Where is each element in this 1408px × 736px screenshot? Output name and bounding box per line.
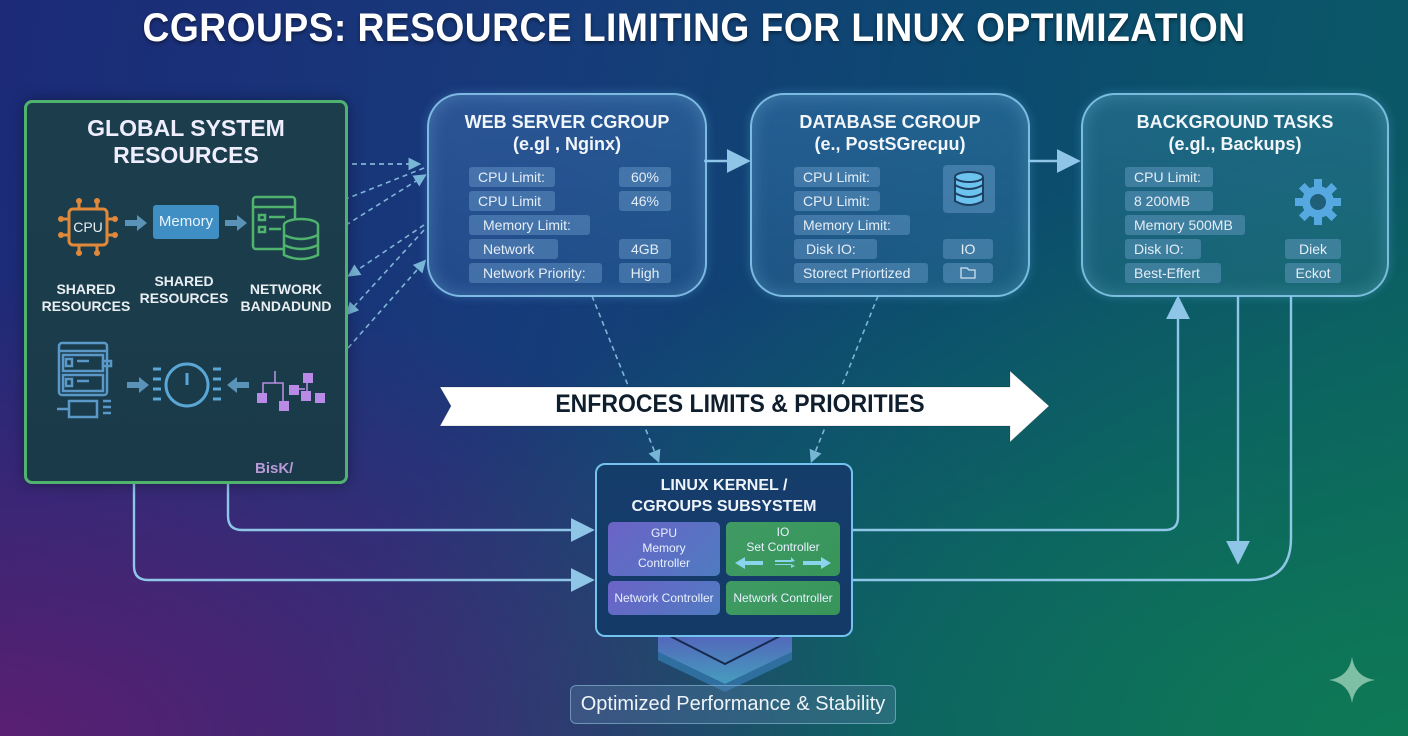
row-label: Storect Priortized [794, 263, 928, 283]
row-label: Memory Limit: [469, 215, 590, 235]
row-value: High [619, 263, 671, 283]
row-label: 8 200MB [1125, 191, 1213, 211]
solid-flows [132, 149, 1293, 592]
dashed-links [310, 157, 879, 463]
row-value: 60% [619, 167, 671, 187]
global-title-line1: GLOBAL SYSTEM [87, 115, 285, 141]
card-title: BACKGROUND TASKS (e.gl., Backups) [1136, 112, 1334, 154]
global-resources-panel: GLOBAL SYSTEM RESOURCES CPU Memory [24, 100, 348, 484]
banner-arrow [439, 369, 1050, 444]
bidirectional-arrows-icon [735, 557, 831, 569]
row-label: CPU Limit: [469, 167, 555, 187]
row-label: CPU Limit: [794, 167, 880, 187]
database-cgroup-card[interactable]: DATABASE CGROUP (e., PostSGrecμu) CPU Li… [750, 93, 1030, 297]
server-database-icon [251, 195, 320, 261]
page-title: CGROUPS: RESOURCE LIMITING FOR LINUX OPT… [142, 6, 1246, 50]
arrow-left-icon [227, 377, 249, 393]
row-value: Eckot [1285, 263, 1341, 283]
kernel-subsystem-panel: LINUX KERNEL / CGROUPS SUBSYSTEM GPU Mem… [595, 463, 853, 637]
io-set-controller[interactable]: IO Set Controller [726, 522, 840, 576]
row-label: CPU Limit: [794, 191, 880, 211]
power-io-icon [153, 362, 221, 408]
disk-tree-icon [257, 371, 325, 411]
cpu-memory-controller[interactable]: GPU Memory Controller [608, 522, 720, 576]
kernel-title: LINUX KERNEL / CGROUPS SUBSYSTEM [631, 477, 817, 515]
folder-icon-tile [943, 263, 993, 283]
background-tasks-card[interactable]: BACKGROUND TASKS (e.gl., Backups) CPU Li… [1081, 93, 1389, 297]
row-value: Diek [1285, 239, 1341, 259]
web-server-cgroup-card[interactable]: WEB SERVER CGROUP (e.gl , Nginx) CPU Lim… [427, 93, 707, 297]
network-controller-left[interactable]: Network Controller [608, 581, 720, 615]
folder-icon [960, 267, 976, 279]
cpu-chip-icon: CPU [58, 198, 118, 256]
arrow-right-icon [127, 377, 149, 393]
row-label: Memory 500MB [1125, 215, 1245, 235]
row-label: Best-Effert [1125, 263, 1221, 283]
arrow-right-icon [225, 215, 247, 231]
memory-chip: Memory [153, 205, 219, 239]
outcome-label: Optimized Performance & Stability [570, 685, 896, 724]
card-title: WEB SERVER CGROUP (e.gl , Nginx) [464, 112, 670, 154]
kernel-output-chevron [658, 634, 792, 692]
row-label: Disk IO: [794, 239, 877, 259]
row-label: Memory Limit: [794, 215, 910, 235]
database-icon-tile [943, 165, 995, 213]
row-value: 4GB [619, 239, 671, 259]
row-label: Disk IO: [1125, 239, 1201, 259]
sparkle-icon [1329, 657, 1375, 703]
row-value: IO [943, 239, 993, 259]
server-rack-icon [57, 341, 113, 419]
row-label: Network Priority: [469, 263, 602, 283]
network-controller-right[interactable]: Network Controller [726, 581, 840, 615]
global-resources-title: GLOBAL SYSTEM RESOURCES [27, 115, 345, 169]
row-label: CPU Limit [469, 191, 555, 211]
card-title: DATABASE CGROUP (e., PostSGrecμu) [799, 112, 981, 154]
cpu-chip-label: CPU [73, 219, 103, 235]
database-icon [954, 171, 984, 206]
arrow-right-icon [125, 215, 147, 231]
row-value: 46% [619, 191, 671, 211]
gear-icon [1295, 179, 1341, 225]
disk-label: BisK/ [255, 460, 294, 477]
row-label: Network [469, 239, 558, 259]
global-title-line2: RESOURCES [113, 142, 259, 168]
enforces-limits-banner: ENFROCES LIMITS & PRIORITIES [555, 390, 925, 418]
row-label: CPU Limit: [1125, 167, 1213, 187]
